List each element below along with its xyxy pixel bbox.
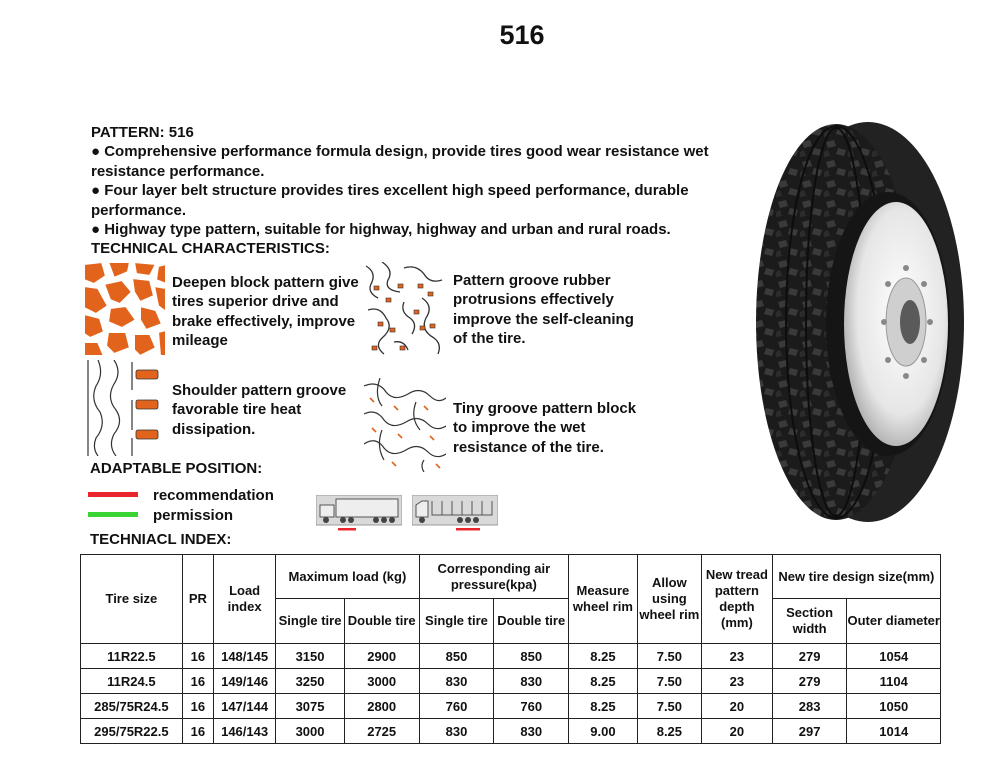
cell-pressure-single: 830 <box>418 668 495 694</box>
cell-pressure-double: 850 <box>493 643 570 669</box>
cell-allow-rim: 7.50 <box>636 693 703 719</box>
index-heading: TECHNIACL INDEX: <box>90 531 232 548</box>
cell-load-double: 3000 <box>343 668 420 694</box>
cell-load-index: 149/146 <box>212 668 277 694</box>
header-pr: PR <box>181 554 214 644</box>
position-heading: ADAPTABLE POSITION: <box>90 460 263 477</box>
cell-load-single: 3250 <box>275 668 345 694</box>
header-tire-size: Tire size <box>80 554 183 644</box>
recommendation-legend-swatch <box>88 492 138 497</box>
tiny-groove-pattern-icon <box>363 377 447 473</box>
deep-block-pattern-icon <box>83 260 167 358</box>
cell-load-double: 2725 <box>343 718 420 744</box>
tire-photo <box>728 118 968 526</box>
header-measure-rim: Measure wheel rim <box>568 554 638 644</box>
cell-load-double: 2800 <box>343 693 420 719</box>
header-design-size: New tire design size(mm) <box>771 554 942 599</box>
cell-section-width: 297 <box>771 718 848 744</box>
cell-load-single: 3075 <box>275 693 345 719</box>
cell-outer-diameter: 1054 <box>846 643 941 669</box>
cell-pressure-double: 830 <box>493 668 570 694</box>
table-row: 11R24.5 16 149/146 3250 3000 830 830 8.2… <box>80 668 941 694</box>
cell-load-index: 147/144 <box>212 693 277 719</box>
groove-protrusion-pattern-icon <box>364 261 444 356</box>
cell-pressure-single: 850 <box>418 643 495 669</box>
header-section-width: Section width <box>771 598 848 644</box>
cell-pr: 16 <box>181 718 214 744</box>
bullet-3: ● Highway type pattern, suitable for hig… <box>91 221 671 239</box>
header-pressure-double: Double tire <box>493 598 570 644</box>
shoulder-groove-pattern-icon <box>84 359 166 457</box>
cell-allow-rim: 7.50 <box>636 668 703 694</box>
cell-tire-size: 11R22.5 <box>80 643 183 669</box>
table-row: 295/75R22.5 16 146/143 3000 2725 830 830… <box>80 718 941 744</box>
cell-tread-depth: 23 <box>701 643 773 669</box>
permission-legend-label: permission <box>153 507 234 524</box>
header-allow-rim: Allow using wheel rim <box>636 554 703 644</box>
cell-outer-diameter: 1104 <box>846 668 941 694</box>
cell-allow-rim: 7.50 <box>636 643 703 669</box>
table-row: 285/75R24.5 16 147/144 3075 2800 760 760… <box>80 693 941 719</box>
cell-pressure-double: 830 <box>493 718 570 744</box>
header-load-double: Double tire <box>343 598 420 644</box>
cell-tire-size: 285/75R24.5 <box>80 693 183 719</box>
feature-shoulder-groove-text: Shoulder pattern groove favorable tire h… <box>172 382 347 438</box>
header-outer-diameter: Outer diameter <box>846 598 941 644</box>
page-title: 516 <box>499 20 545 50</box>
feature-groove-protrusion-text: Pattern groove rubber protrusions effect… <box>453 272 634 348</box>
cell-pressure-single: 830 <box>418 718 495 744</box>
cell-tread-depth: 23 <box>701 668 773 694</box>
pattern-intro: PATTERN: 516 ● Comprehensive performance… <box>91 123 741 259</box>
cell-measure-rim: 9.00 <box>568 718 638 744</box>
header-tread-depth: New tread pattern depth (mm) <box>701 554 773 644</box>
cell-pressure-double: 760 <box>493 693 570 719</box>
header-pressure-single: Single tire <box>418 598 495 644</box>
permission-legend-swatch <box>88 512 138 517</box>
technical-index-table: Tire size PR Load index Maximum load (kg… <box>80 554 942 744</box>
cell-pr: 16 <box>181 693 214 719</box>
cell-measure-rim: 8.25 <box>568 693 638 719</box>
pattern-line: PATTERN: 516 <box>91 124 194 141</box>
recommendation-legend-label: recommendation <box>153 487 274 504</box>
bullet-1: ● Comprehensive performance formula desi… <box>91 143 709 180</box>
header-pressure: Corresponding air pressure(kpa) <box>418 554 570 599</box>
bullet-2: ● Four layer belt structure provides tir… <box>91 182 689 219</box>
cell-outer-diameter: 1050 <box>846 693 941 719</box>
cell-section-width: 279 <box>771 643 848 669</box>
cell-outer-diameter: 1014 <box>846 718 941 744</box>
cell-measure-rim: 8.25 <box>568 668 638 694</box>
cell-load-single: 3000 <box>275 718 345 744</box>
cell-pressure-single: 760 <box>418 693 495 719</box>
cell-load-double: 2900 <box>343 643 420 669</box>
cell-load-single: 3150 <box>275 643 345 669</box>
cell-load-index: 148/145 <box>212 643 277 669</box>
cell-pr: 16 <box>181 668 214 694</box>
header-max-load: Maximum load (kg) <box>275 554 420 599</box>
cell-allow-rim: 8.25 <box>636 718 703 744</box>
cell-tread-depth: 20 <box>701 693 773 719</box>
header-load-single: Single tire <box>275 598 345 644</box>
feature-tiny-groove-text: Tiny groove pattern block to improve the… <box>453 400 637 456</box>
cell-load-index: 146/143 <box>212 718 277 744</box>
cell-tread-depth: 20 <box>701 718 773 744</box>
header-load-index: Load index <box>212 554 277 644</box>
cell-tire-size: 295/75R22.5 <box>80 718 183 744</box>
cell-section-width: 283 <box>771 693 848 719</box>
truck-rigid-icon <box>411 494 499 531</box>
feature-deep-block-text: Deepen block pattern give tires superior… <box>172 274 359 350</box>
truck-tractor-icon <box>315 494 403 531</box>
tech-heading: TECHNICAL CHARACTERISTICS: <box>91 240 330 258</box>
cell-measure-rim: 8.25 <box>568 643 638 669</box>
cell-pr: 16 <box>181 643 214 669</box>
cell-tire-size: 11R24.5 <box>80 668 183 694</box>
cell-section-width: 279 <box>771 668 848 694</box>
table-row: 11R22.5 16 148/145 3150 2900 850 850 8.2… <box>80 643 941 669</box>
